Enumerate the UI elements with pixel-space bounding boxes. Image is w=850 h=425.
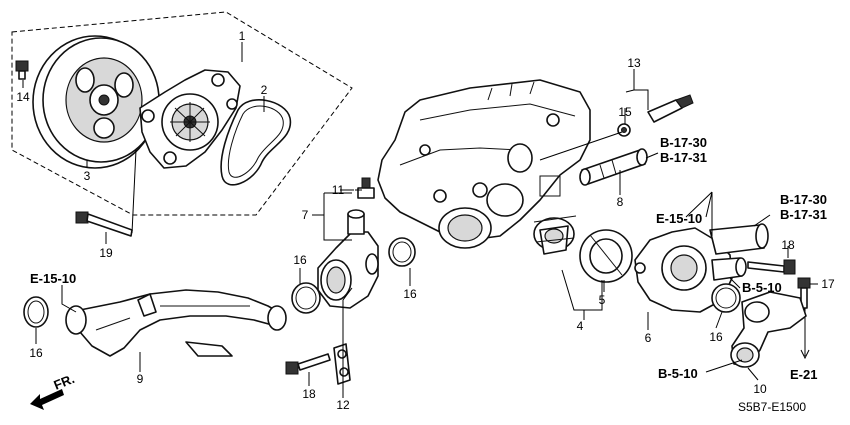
ref-b-17-31-b: B-17-31: [780, 207, 827, 222]
callout-11: 11: [332, 183, 345, 197]
gasket-part-2: [220, 99, 292, 186]
callout-1: 1: [239, 29, 246, 43]
callout-6: 6: [645, 331, 652, 345]
callout-16-d: 16: [29, 346, 43, 360]
ref-b-5-10-a: B-5-10: [742, 280, 782, 295]
callout-2: 2: [261, 83, 268, 97]
gasket-part-5: [579, 229, 633, 283]
group-frame-dashed: [11, 11, 353, 216]
thermostat-part: [533, 215, 577, 255]
o-ring-part-16-far-left: [23, 296, 49, 328]
sensor-part-11: [355, 177, 375, 199]
callout-16-a: 16: [293, 253, 307, 267]
bolt-part-18-right: [747, 259, 796, 275]
ref-b-5-10-b: B-5-10: [658, 366, 698, 381]
ref-b-17-30-b: B-17-30: [780, 192, 827, 207]
connector-housing-part: [317, 209, 379, 309]
callout-10: 10: [753, 382, 767, 396]
bolt-part-14: [15, 60, 29, 80]
ref-e-15-10-b: E-15-10: [30, 271, 76, 286]
sensor-part-13: [617, 94, 694, 137]
callout-12: 12: [336, 398, 350, 412]
engine-block-part: [377, 79, 591, 249]
callout-9: 9: [137, 372, 144, 386]
callout-3: 3: [84, 169, 91, 183]
diagram-code: S5B7-E1500: [738, 400, 806, 414]
callout-17: 17: [821, 277, 835, 291]
callout-7: 7: [302, 208, 309, 222]
pipe-part-10: [730, 291, 807, 368]
callout-5: 5: [599, 293, 606, 307]
o-ring-part-16-left-mid: [291, 282, 321, 314]
callout-8: 8: [617, 195, 624, 209]
callout-18-a: 18: [781, 238, 795, 252]
callout-18-b: 18: [302, 387, 316, 401]
bolt-part-18-left: [285, 353, 331, 375]
thermostat-cover-part: [634, 223, 769, 313]
front-label: FR.: [52, 371, 77, 393]
ref-b-17-30-a: B-17-30: [660, 135, 707, 150]
callout-4: 4: [577, 319, 584, 333]
callout-15: 15: [618, 105, 632, 119]
callout-13: 13: [627, 56, 641, 70]
water-pump-part: [139, 69, 241, 169]
water-pipe-part: [65, 289, 287, 357]
ref-e-21: E-21: [790, 367, 817, 382]
callout-19: 19: [99, 246, 113, 260]
callout-16-c: 16: [709, 330, 723, 344]
leader-lines: [22, 42, 818, 398]
pulley-part: [32, 35, 160, 169]
ref-b-17-31-a: B-17-31: [660, 150, 707, 165]
bracket-part-12: [333, 343, 351, 385]
o-ring-part-16-right: [711, 283, 741, 313]
callout-16-b: 16: [403, 287, 417, 301]
bolt-part-19: [75, 149, 137, 237]
callout-14: 14: [16, 90, 30, 104]
pipe-part-8: [579, 148, 648, 186]
leader-line: [539, 131, 623, 161]
ref-e-15-10-a: E-15-10: [656, 211, 702, 226]
o-ring-part-16-mid: [388, 237, 416, 267]
front-arrow-icon: [30, 389, 64, 410]
